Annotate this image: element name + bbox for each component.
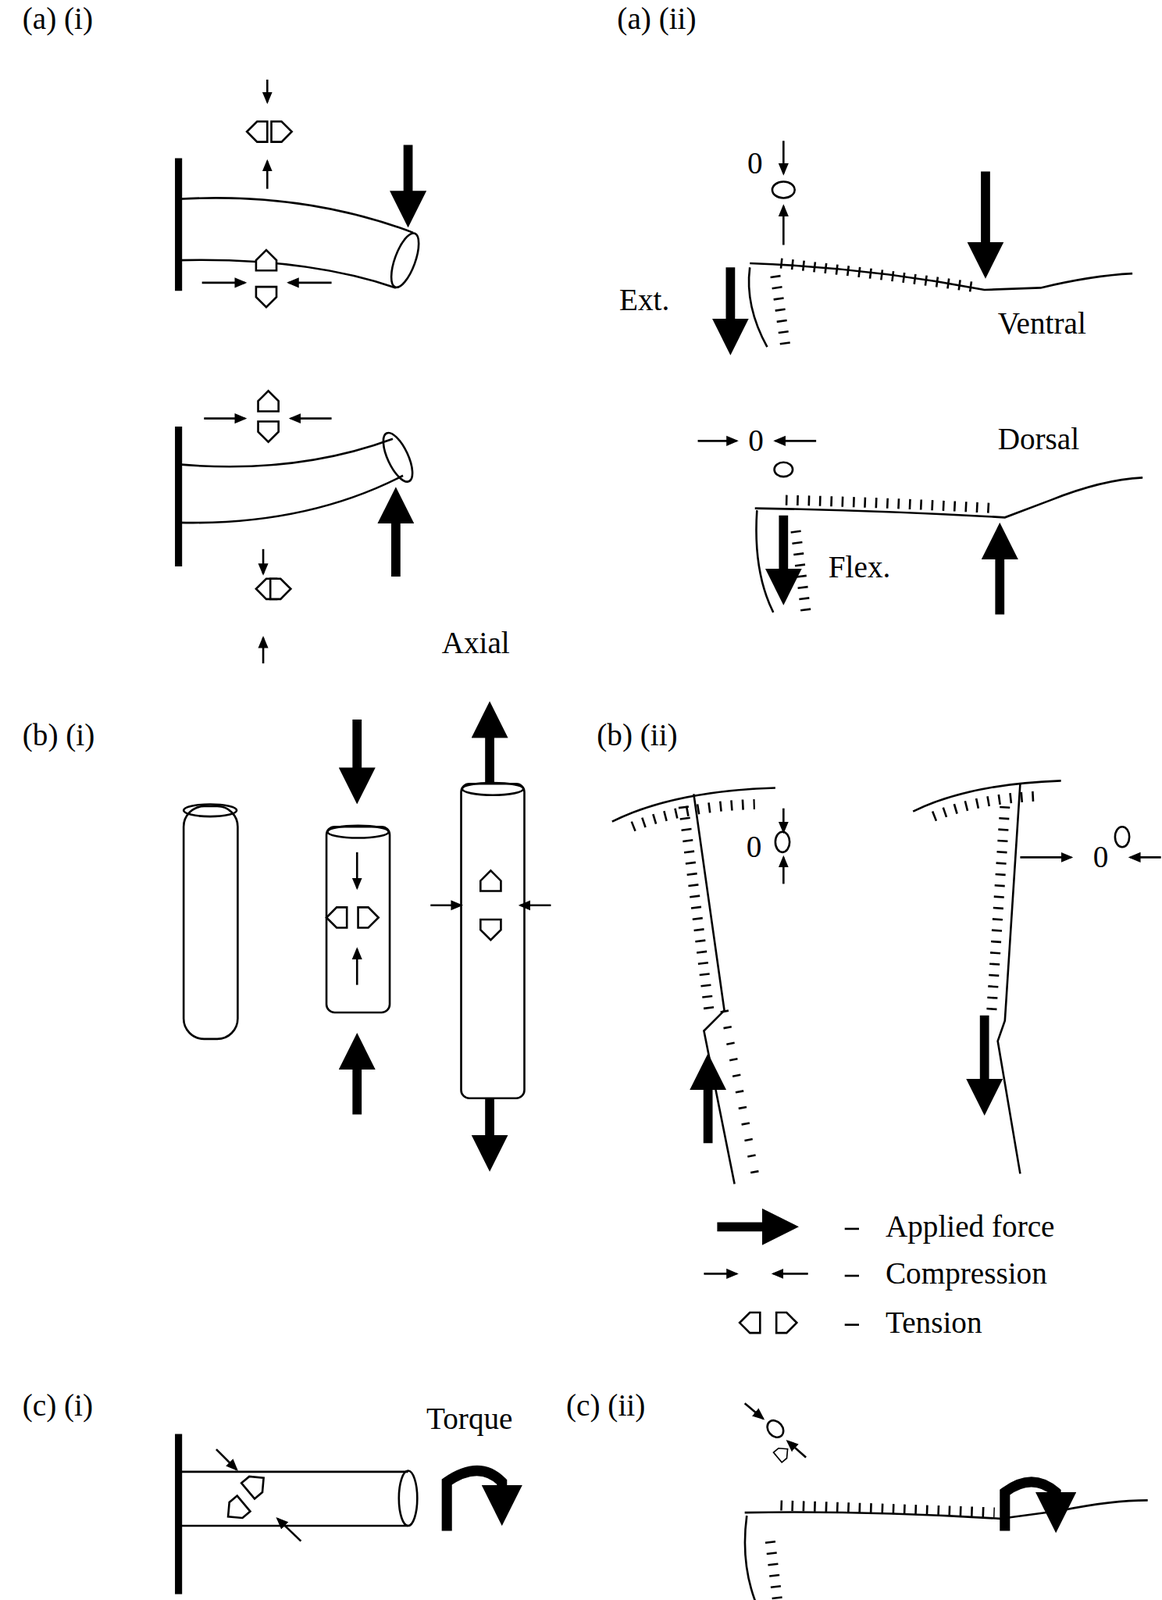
load-label: Axial	[441, 627, 510, 658]
panel-label: (a) (i)	[22, 3, 93, 34]
muscle-label: Flex.	[828, 552, 891, 583]
legend-text: Applied force	[885, 1211, 1056, 1242]
zero-label: 0	[1093, 841, 1109, 873]
side-label: Ventral	[998, 308, 1087, 339]
legend-text: Tension	[885, 1306, 983, 1337]
load-label: Torque	[426, 1402, 513, 1433]
zero-label: 0	[747, 147, 763, 179]
panel-label: (c) (i)	[22, 1389, 93, 1420]
panel-label: (b) (ii)	[596, 719, 678, 750]
muscle-label: Ext.	[619, 284, 670, 315]
zero-label: 0	[748, 425, 764, 457]
zero-label: 0	[746, 831, 763, 863]
panel-label: (b) (i)	[22, 719, 95, 750]
panel-label: (c) (ii)	[566, 1389, 646, 1420]
legend-text: Compression	[885, 1258, 1048, 1289]
panel-label: (a) (ii)	[616, 3, 696, 34]
side-label: Dorsal	[998, 423, 1080, 454]
